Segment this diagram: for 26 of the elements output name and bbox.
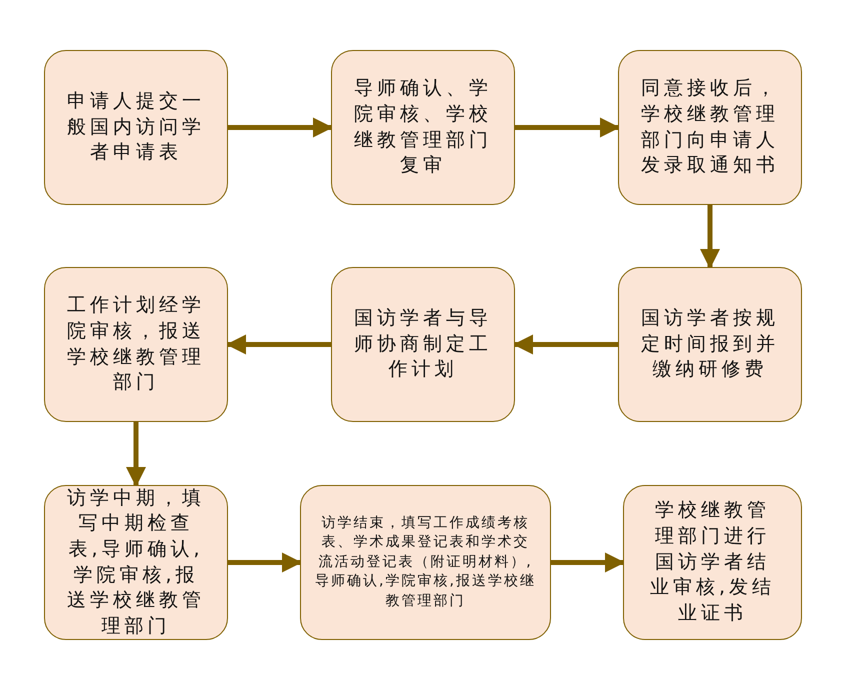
arrow <box>226 334 331 354</box>
arrow <box>700 205 720 269</box>
step-text: 国访学者与导师协商制定工作计划 <box>353 306 493 382</box>
step-text: 工作计划经学院审核，报送学校继教管理部门 <box>66 293 206 396</box>
process-box <box>618 267 802 422</box>
step-text: 国访学者按规定时间报到并缴纳研修费 <box>640 306 780 382</box>
process-box <box>44 50 228 205</box>
process-box <box>331 50 515 205</box>
step-text: 导师确认、学院审核、学校继教管理部门复审 <box>353 76 493 178</box>
arrow <box>126 422 146 487</box>
arrow <box>551 552 625 572</box>
step-text: 同意接收后，学校继教管理部门向申请人发录取通知书 <box>640 76 780 178</box>
arrow <box>513 334 618 354</box>
process-box <box>618 50 802 205</box>
process-box <box>623 485 802 640</box>
step-text: 访学中期，填写中期检查表,导师确认,学院审核,报送学校继教管理部门 <box>66 486 206 639</box>
arrow <box>228 552 302 572</box>
step-text: 访学结束，填写工作成绩考核表、学术成果登记表和学术交流活动登记表（附证明材料）,导师确认,学院审核,报送学校继教管理部门 <box>315 514 536 611</box>
step-text: 申请人提交一般国内访问学者申请表 <box>66 89 206 166</box>
process-box <box>331 267 515 422</box>
arrow <box>228 118 333 138</box>
arrow <box>515 118 620 138</box>
process-box <box>44 267 228 422</box>
step-text: 学校继教管理部门进行国访学者结业审核,发结业证书 <box>648 498 776 626</box>
process-box <box>44 485 228 640</box>
process-box <box>300 485 551 640</box>
